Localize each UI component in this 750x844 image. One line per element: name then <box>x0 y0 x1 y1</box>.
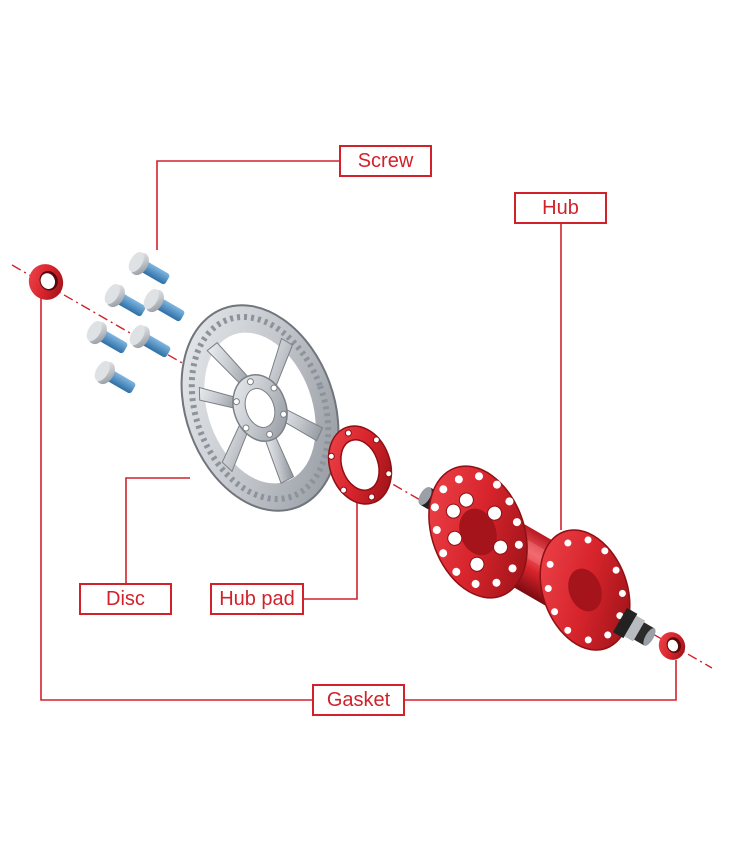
gasket-leader <box>40 298 312 701</box>
label-screw: Screw <box>339 145 432 177</box>
hub-pad <box>327 425 393 505</box>
hub-right-axle <box>613 607 656 646</box>
hub-right-flange <box>539 529 631 651</box>
label-disc: Disc <box>79 583 172 615</box>
screw-leader <box>156 160 339 250</box>
screw-4 <box>86 321 128 354</box>
screw-3 <box>143 289 185 322</box>
hubpad-leader <box>304 500 358 600</box>
label-hub: Hub <box>514 192 607 224</box>
brake-disc <box>180 304 340 512</box>
callout-lines <box>40 160 677 701</box>
screw-5 <box>129 325 171 358</box>
screws <box>86 252 185 394</box>
disc-leader <box>125 477 190 583</box>
hub-left-flange <box>428 465 528 599</box>
screw-2 <box>104 284 146 317</box>
label-hub-pad: Hub pad <box>210 583 304 615</box>
hub <box>418 465 656 651</box>
left-gasket <box>28 264 64 300</box>
gasket-leader-right <box>405 660 677 701</box>
right-gasket <box>658 632 686 660</box>
label-gasket: Gasket <box>312 684 405 716</box>
screw-6 <box>94 361 136 394</box>
screw-1 <box>128 252 170 285</box>
